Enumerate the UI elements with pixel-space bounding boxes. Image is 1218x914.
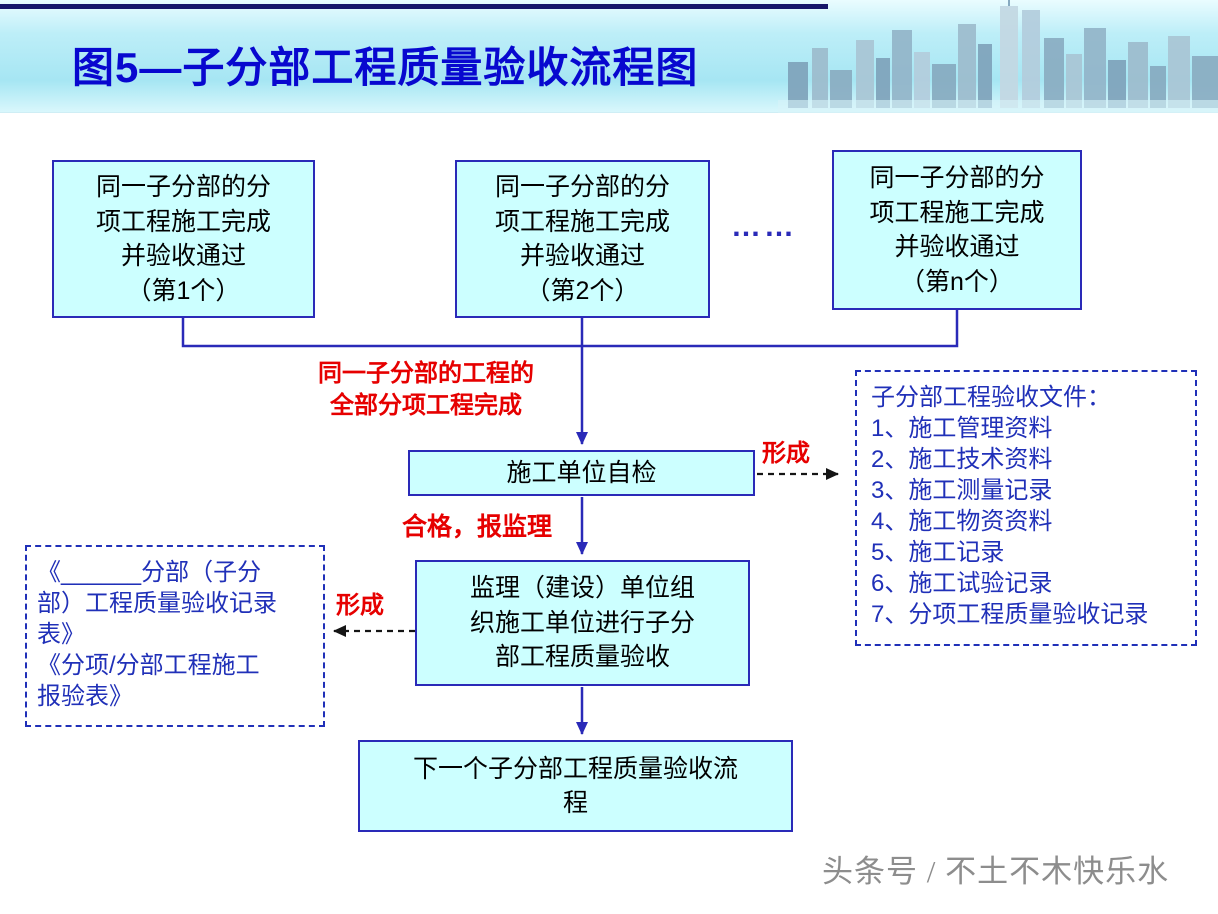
note-document-item: 6、施工试验记录 — [871, 570, 1053, 597]
note-document-item: 2、施工技术资料 — [871, 446, 1053, 473]
box-subitem-1: 同一子分部的分 项工程施工完成 并验收通过 （第1个） — [52, 160, 315, 318]
box-supervision-acceptance: 监理（建设）单位组 织施工单位进行子分 部工程质量验收 — [415, 560, 750, 686]
note-documents-title: 子分部工程验收文件： — [871, 384, 1111, 411]
note-acceptance-documents: 子分部工程验收文件： 1、施工管理资料 2、施工技术资料 3、施工测量记录 4、… — [855, 370, 1197, 646]
box-subitem-2: 同一子分部的分 项工程施工完成 并验收通过 （第2个） — [455, 160, 710, 318]
page-title: 图5—子分部工程质量验收流程图 — [72, 44, 699, 91]
note-document-item: 3、施工测量记录 — [871, 477, 1053, 504]
box-subitem-n: 同一子分部的分 项工程施工完成 并验收通过 （第n个） — [832, 150, 1082, 310]
label-qualified-report: 合格，报监理 — [402, 513, 553, 541]
ellipsis-between-boxes: …… — [731, 210, 797, 243]
label-form-right: 形成 — [762, 440, 810, 467]
label-form-left: 形成 — [336, 592, 384, 619]
box-self-check: 施工单位自检 — [408, 450, 755, 496]
header-accent-line — [0, 4, 829, 9]
note-document-item: 7、分项工程质量验收记录 — [871, 601, 1149, 628]
city-skyline-image — [778, 0, 1218, 113]
note-document-item: 1、施工管理资料 — [871, 415, 1053, 442]
label-all-items-complete: 同一子分部的工程的 全部分项工程完成 — [318, 360, 534, 420]
watermark-text: 头条号 / 不土不木快乐水 — [822, 854, 1170, 889]
box-next-flow: 下一个子分部工程质量验收流 程 — [358, 740, 793, 832]
note-document-item: 4、施工物资资料 — [871, 508, 1053, 535]
slide-header: 图5—子分部工程质量验收流程图 — [0, 0, 1218, 113]
note-document-item: 5、施工记录 — [871, 539, 1005, 566]
note-record-forms: 《______分部（子分 部）工程质量验收记录 表》 《分项/分部工程施工 报验… — [25, 545, 325, 727]
